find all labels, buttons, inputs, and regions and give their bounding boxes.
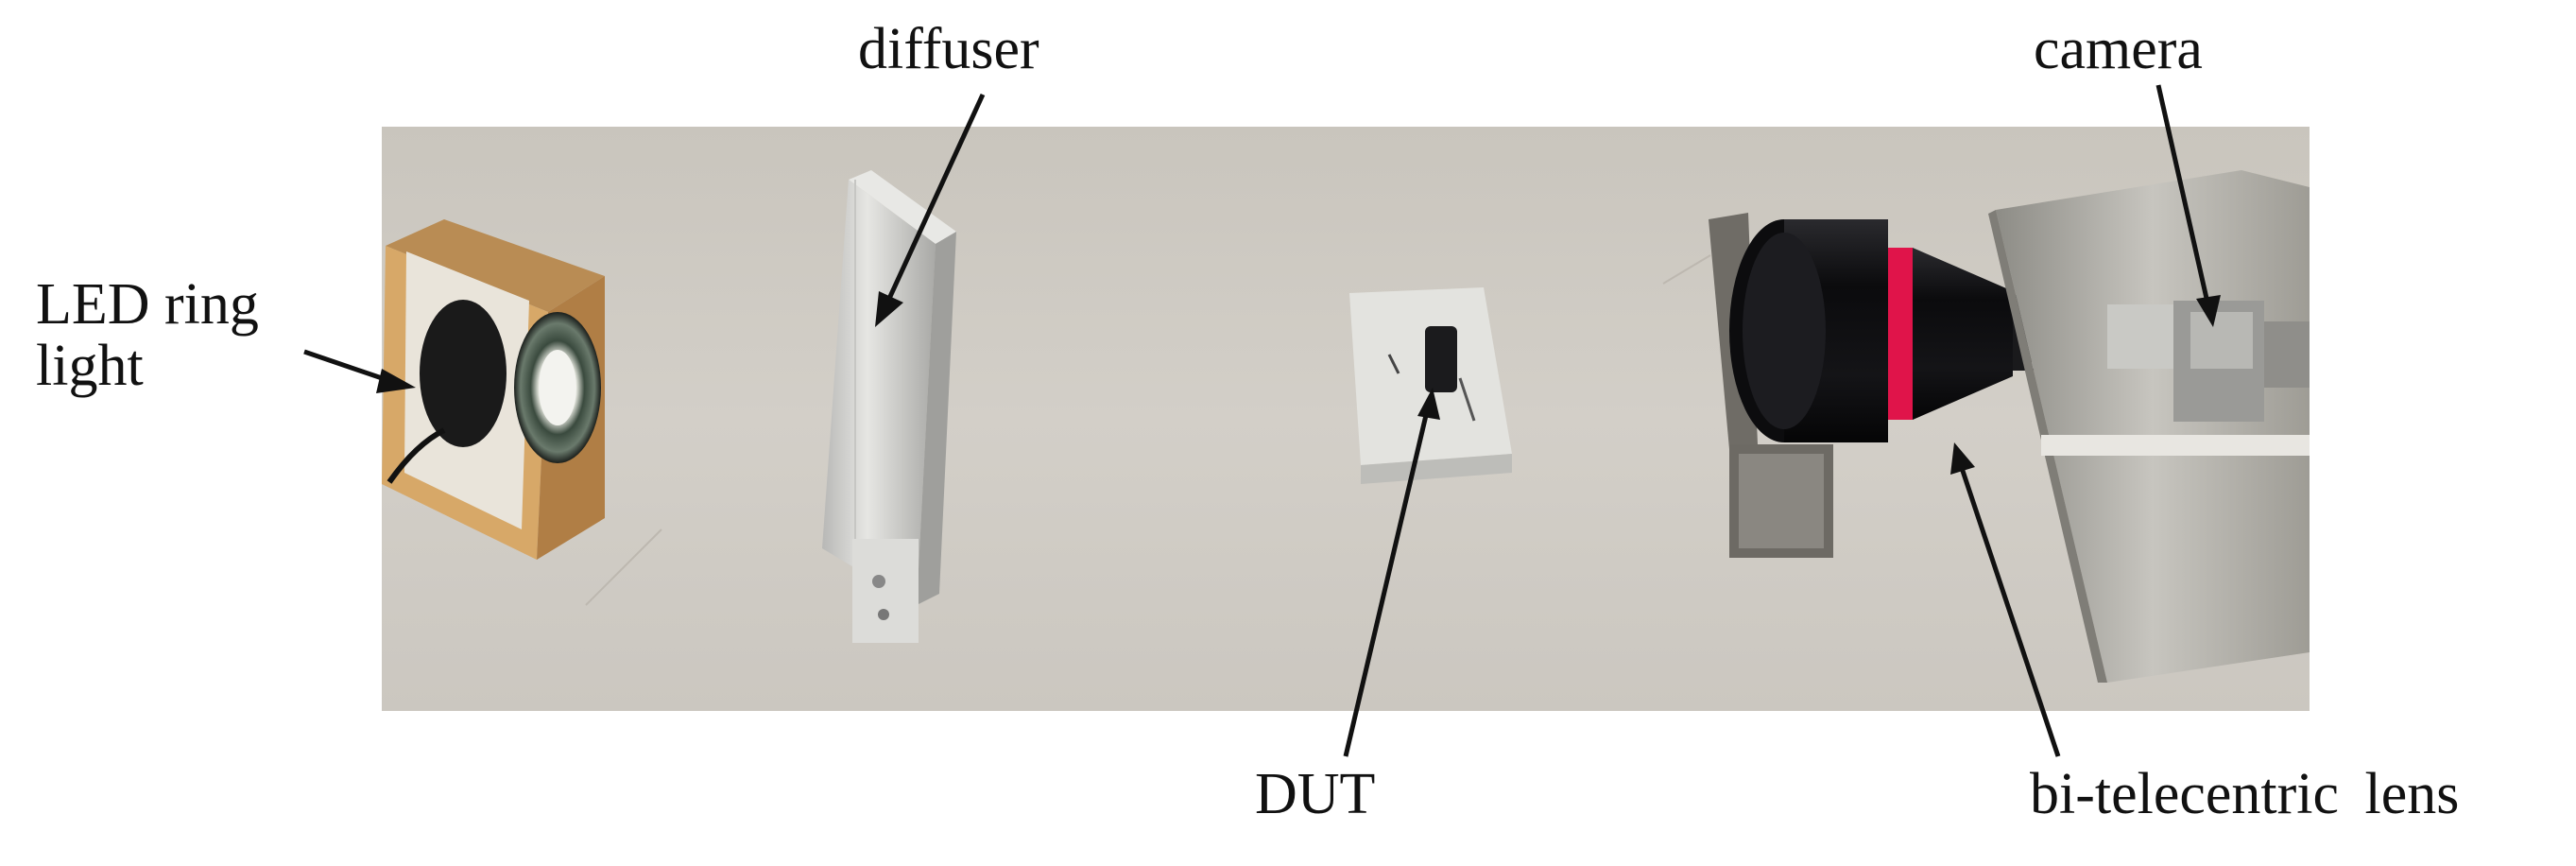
arrow-diffuser-head — [875, 291, 903, 327]
diffuser-label: diffuser — [858, 17, 1039, 81]
arrow-dut-head — [1417, 388, 1440, 420]
arrows — [303, 84, 2221, 757]
arrow-led-head — [376, 369, 416, 393]
arrow-camera-head — [2196, 295, 2221, 327]
led-label-line2: light — [36, 334, 144, 399]
dut-label: DUT — [1255, 762, 1376, 826]
diffuser — [822, 170, 956, 643]
table-surface — [382, 127, 2310, 711]
arrow-diffuser — [885, 93, 986, 303]
camera — [1988, 170, 2310, 683]
arrow-camera — [2155, 84, 2210, 303]
arrow-lens — [1959, 467, 2061, 757]
dut — [1349, 287, 1512, 484]
camera-label: camera — [2034, 17, 2203, 81]
lens-label: bi-telecentric lens — [2030, 762, 2460, 826]
led-label-line1: LED ring — [36, 272, 259, 337]
arrow-dut — [1343, 410, 1430, 757]
led-ring-light-label: LED ring light — [36, 272, 259, 399]
led-ring-light — [382, 219, 605, 560]
arrow-led — [303, 349, 388, 383]
arrow-lens-head — [1950, 442, 1975, 475]
